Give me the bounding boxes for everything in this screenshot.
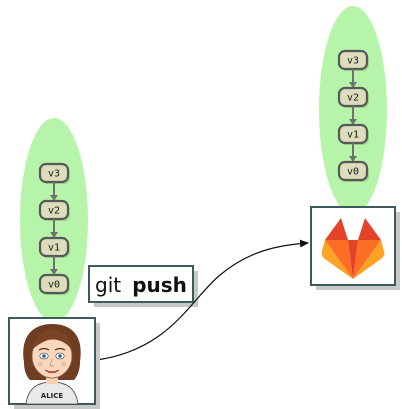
command-verb: push bbox=[132, 273, 187, 297]
version-label: v3 bbox=[48, 169, 60, 180]
alice-box: ALICE bbox=[8, 317, 100, 409]
alice-avatar-icon: ALICE bbox=[23, 324, 81, 405]
version-label: v2 bbox=[347, 93, 359, 104]
local-version-chain: v3 v2 v1 v0 bbox=[38, 162, 70, 295]
version-link-arrowhead bbox=[50, 195, 58, 201]
remote-version-chain: v3 v2 v1 v0 bbox=[337, 49, 369, 182]
version-node bbox=[337, 160, 369, 182]
version-link-arrowhead bbox=[50, 232, 58, 238]
version-label: v1 bbox=[48, 243, 60, 254]
version-label: v1 bbox=[347, 130, 359, 141]
version-node bbox=[38, 273, 70, 295]
svg-text:git push: git push bbox=[95, 273, 187, 297]
push-arrow bbox=[95, 239, 309, 361]
version-label: v2 bbox=[48, 206, 60, 217]
command-label: git push bbox=[88, 265, 198, 307]
version-link-arrowhead bbox=[349, 119, 357, 125]
gitlab-box bbox=[310, 206, 400, 290]
local-repo: v3 v2 v1 v0 bbox=[20, 118, 88, 322]
version-link-arrowhead bbox=[349, 82, 357, 88]
version-label: v3 bbox=[347, 56, 359, 67]
remote-repo: v3 v2 v1 v0 bbox=[319, 6, 387, 214]
version-link-arrowhead bbox=[349, 156, 357, 162]
alice-badge: ALICE bbox=[41, 392, 64, 400]
command-prefix: git bbox=[95, 273, 121, 297]
version-label: v0 bbox=[347, 167, 359, 178]
version-label: v0 bbox=[48, 280, 60, 291]
gitlab-icon bbox=[321, 218, 385, 279]
version-link-arrowhead bbox=[50, 269, 58, 275]
